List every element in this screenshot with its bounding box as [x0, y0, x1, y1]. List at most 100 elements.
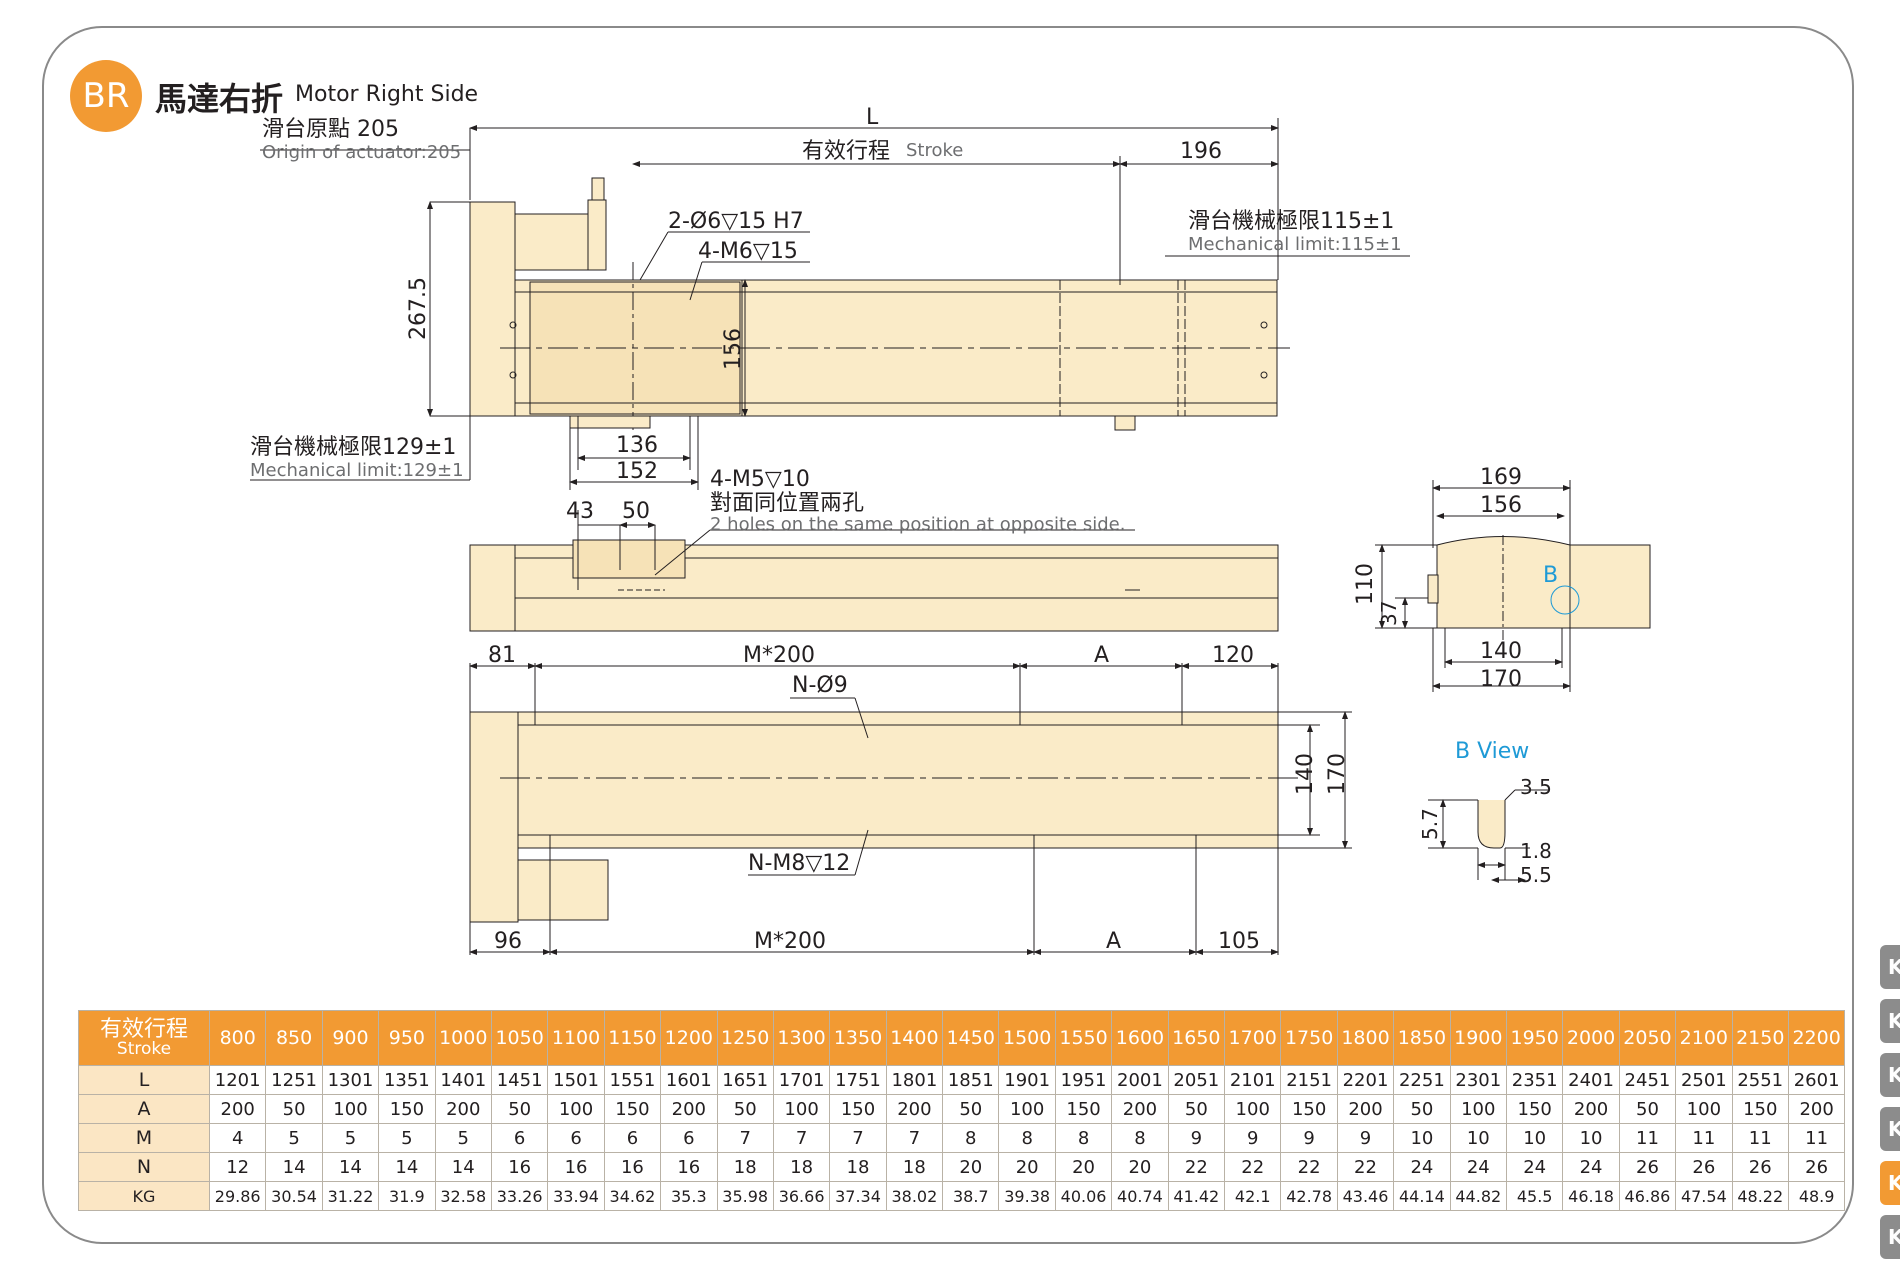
origin-label-en: Origin of actuator:205 [262, 142, 461, 163]
side-tab[interactable]: K [1880, 1107, 1900, 1151]
table-cell: 100 [998, 1094, 1056, 1124]
stroke-header-value: 1950 [1505, 1010, 1564, 1066]
side-tab[interactable]: K [1880, 1053, 1900, 1097]
hole-n-d9: N-Ø9 [792, 673, 848, 698]
table-cell: 11 [1787, 1123, 1846, 1153]
stroke-header-value: 2100 [1675, 1010, 1733, 1066]
side-tab[interactable]: K [1880, 945, 1900, 989]
table-cell: 18 [772, 1152, 831, 1182]
table-cell: 5 [321, 1123, 380, 1153]
table-cell: 20 [942, 1152, 1000, 1182]
table-cell: 8 [998, 1123, 1056, 1153]
stroke-header-value: 1250 [716, 1010, 774, 1066]
stroke-header-value: 800 [208, 1010, 267, 1066]
table-cell: 46.86 [1618, 1181, 1677, 1211]
table-cell: 200 [660, 1094, 718, 1124]
table-cell: 31.22 [321, 1181, 380, 1211]
table-cell: 1751 [829, 1065, 887, 1095]
table-cell: 10 [1393, 1123, 1451, 1153]
dim-A-top: A [1094, 643, 1109, 668]
table-cell: 10 [1505, 1123, 1564, 1153]
table-cell: 7 [829, 1123, 887, 1153]
dim-37: 37 [1377, 601, 1401, 626]
dim-267-5: 267.5 [406, 277, 431, 340]
stroke-header-value: 1400 [885, 1010, 944, 1066]
stroke-header-value: 850 [265, 1010, 323, 1066]
table-cell: 4 [208, 1123, 267, 1153]
row-label: N [78, 1152, 210, 1182]
b-view-detail [1428, 789, 1550, 883]
table-cell: 47.54 [1675, 1181, 1733, 1211]
table-cell: 5 [378, 1123, 436, 1153]
dim-152: 152 [616, 459, 658, 484]
table-cell: 39.38 [998, 1181, 1056, 1211]
table-cell: 6 [490, 1123, 549, 1153]
table-cell: 41.42 [1167, 1181, 1226, 1211]
table-cell: 50 [716, 1094, 774, 1124]
table-cell: 100 [321, 1094, 380, 1124]
dim-1-8: 1.8 [1520, 839, 1552, 863]
table-cell: 150 [378, 1094, 436, 1124]
side-hole-label: 4-M5▽10 [710, 467, 810, 492]
side-tab[interactable]: K [1880, 1215, 1900, 1259]
stroke-header-value: 900 [321, 1010, 380, 1066]
page-frame [42, 26, 1854, 1244]
table-cell: 50 [942, 1094, 1000, 1124]
table-cell: 9 [1167, 1123, 1226, 1153]
table-cell: 50 [1393, 1094, 1451, 1124]
dim-A-bottom: A [1106, 929, 1121, 954]
table-cell: 1651 [716, 1065, 774, 1095]
table-cell: 2351 [1505, 1065, 1564, 1095]
hole-label-1: 2-Ø6▽15 H7 [668, 209, 804, 234]
table-cell: 150 [1280, 1094, 1338, 1124]
table-cell: 200 [434, 1094, 492, 1124]
table-cell: 6 [547, 1123, 605, 1153]
table-cell: 46.18 [1562, 1181, 1620, 1211]
stroke-header-cn: 有效行程 [99, 1016, 188, 1042]
table-cell: 2151 [1280, 1065, 1338, 1095]
table-cell: 18 [829, 1152, 887, 1182]
stroke-header-value: 2000 [1562, 1010, 1620, 1066]
mech-limit-right-cn: 滑台機械極限115±1 [1188, 209, 1394, 234]
table-cell: 16 [660, 1152, 718, 1182]
stroke-header-value: 1900 [1449, 1010, 1507, 1066]
dim-m200-bottom: M*200 [754, 929, 826, 954]
dim-120: 120 [1212, 643, 1254, 668]
table-cell: 32.58 [434, 1181, 492, 1211]
table-cell: 40.74 [1111, 1181, 1169, 1211]
table-cell: 200 [1562, 1094, 1620, 1124]
table-cell: 26 [1675, 1152, 1733, 1182]
table-cell: 2001 [1111, 1065, 1169, 1095]
hole-n-m8: N-M8▽12 [748, 851, 850, 876]
stroke-header-value: 1100 [547, 1010, 605, 1066]
row-label: A [78, 1094, 210, 1124]
table-cell: 200 [1787, 1094, 1846, 1124]
table-cell: 20 [998, 1152, 1056, 1182]
table-cell: 14 [434, 1152, 492, 1182]
table-cell: 9 [1280, 1123, 1338, 1153]
dim-170-end: 170 [1480, 667, 1522, 692]
table-cell: 200 [1111, 1094, 1169, 1124]
stroke-header-value: 1650 [1167, 1010, 1226, 1066]
stroke-header-value: 1700 [1224, 1010, 1282, 1066]
table-cell: 9 [1336, 1123, 1395, 1153]
table-cell: 100 [1675, 1094, 1733, 1124]
side-view [469, 510, 1279, 632]
table-cell: 30.54 [265, 1181, 323, 1211]
table-cell: 44.82 [1449, 1181, 1507, 1211]
table-cell: 43.46 [1336, 1181, 1395, 1211]
stroke-header-value: 1350 [829, 1010, 887, 1066]
table-cell: 200 [1336, 1094, 1395, 1124]
side-tab[interactable]: K [1880, 999, 1900, 1043]
table-cell: 1701 [772, 1065, 831, 1095]
table-cell: 11 [1675, 1123, 1733, 1153]
table-cell: 18 [885, 1152, 944, 1182]
table-cell: 9 [1224, 1123, 1282, 1153]
dim-96: 96 [494, 929, 522, 954]
side-tab[interactable]: K [1880, 1161, 1900, 1205]
table-cell: 22 [1336, 1152, 1395, 1182]
